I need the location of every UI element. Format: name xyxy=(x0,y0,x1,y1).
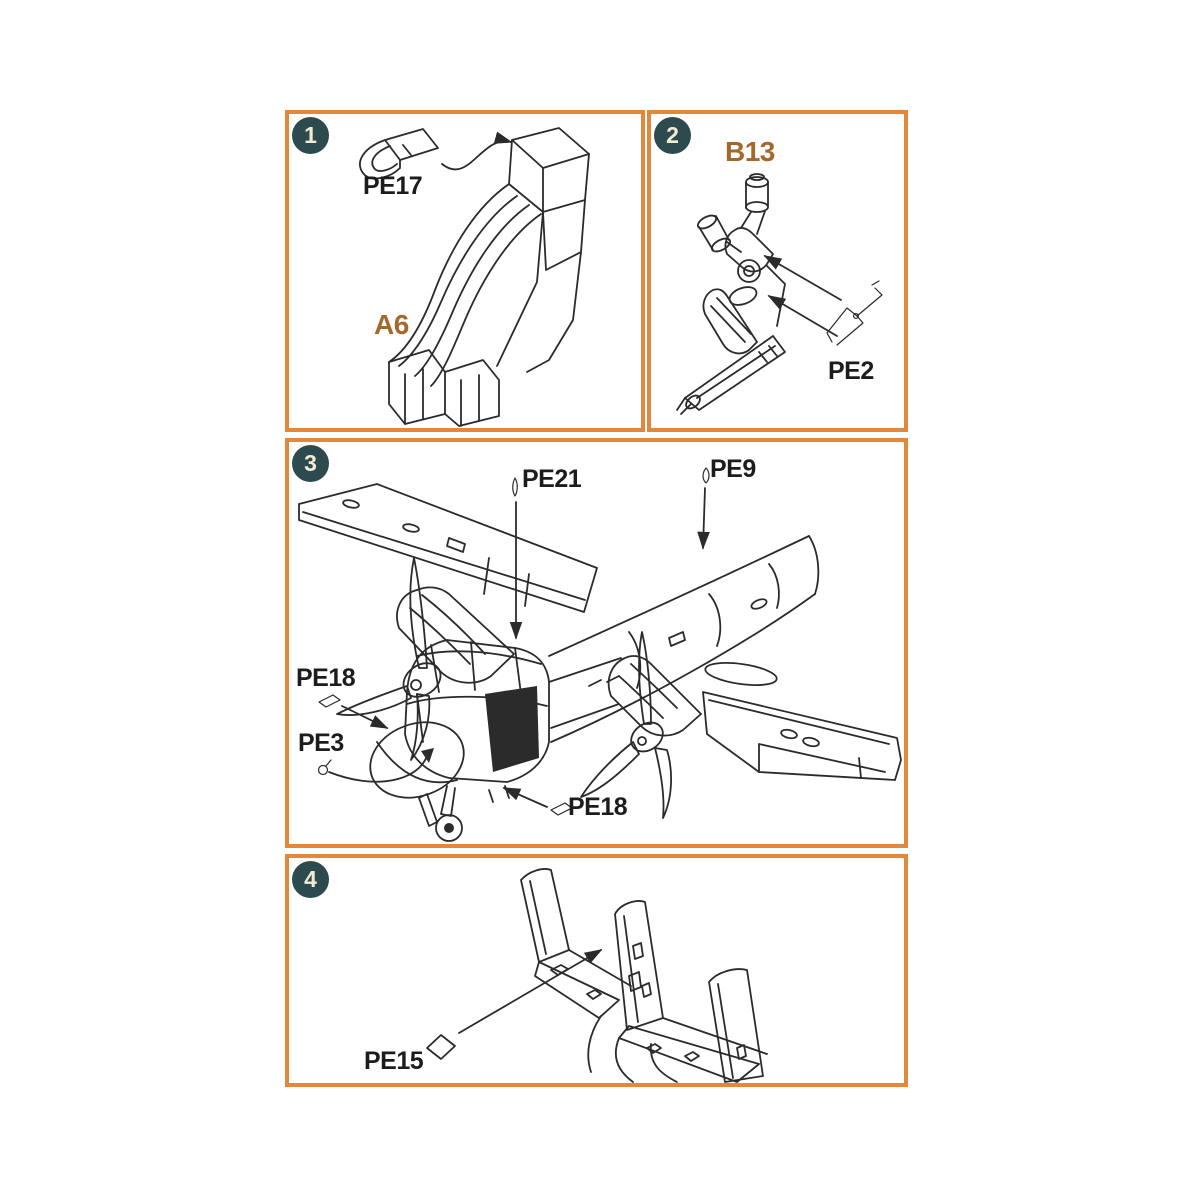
aircraft-lines xyxy=(298,483,902,842)
step-3-badge: 3 xyxy=(292,445,329,482)
pe2-assembly-arrow-lower xyxy=(767,295,838,337)
part-label-pe17: PE17 xyxy=(363,172,423,200)
pe2-assembly-arrow-upper xyxy=(763,255,842,301)
landing-gear-lines xyxy=(676,173,786,415)
step-3-number: 3 xyxy=(304,450,317,476)
pe9-part-icon xyxy=(702,467,710,484)
step-2-number: 2 xyxy=(666,122,679,148)
pe18-bottom-part-icon xyxy=(550,802,573,816)
step-1-panel xyxy=(285,110,645,432)
pe17-assembly-arrow xyxy=(441,131,513,171)
ejection-seat-drawing xyxy=(359,127,590,427)
step-4-number: 4 xyxy=(304,866,317,892)
part-label-a6: A6 xyxy=(374,309,409,340)
pe3-assembly-arrow xyxy=(328,755,428,783)
pe15-part-icon xyxy=(426,1034,456,1060)
pe18-left-part-icon xyxy=(318,694,341,708)
part-label-pe18-left: PE18 xyxy=(296,664,356,692)
pe3-arrowhead xyxy=(421,748,434,763)
part-label-pe3: PE3 xyxy=(298,729,344,757)
ejection-seat-lines xyxy=(388,127,590,427)
step-2-badge: 2 xyxy=(654,117,691,154)
pe3-part-icon xyxy=(317,759,332,776)
step-1-number: 1 xyxy=(304,122,317,148)
pe21-part-icon xyxy=(512,477,518,497)
part-label-pe9: PE9 xyxy=(710,455,756,483)
step-4-panel xyxy=(285,854,908,1087)
pe18-bottom-assembly-arrow xyxy=(502,787,548,808)
pe18-left-assembly-arrow xyxy=(341,705,389,729)
step-3-panel xyxy=(285,438,908,848)
tail-assembly-drawing xyxy=(426,868,768,1083)
pe15-assembly-arrow xyxy=(458,949,603,1034)
tail-lines xyxy=(520,868,768,1083)
step-2-panel xyxy=(647,110,908,432)
pe9-assembly-arrow xyxy=(697,487,710,550)
pe2-part-icon xyxy=(826,280,883,346)
landing-gear-drawing xyxy=(676,173,883,415)
part-label-b13: B13 xyxy=(725,136,775,167)
part-label-pe18-bottom: PE18 xyxy=(568,793,628,821)
pe17-part-icon xyxy=(359,128,439,180)
part-label-pe15: PE15 xyxy=(364,1047,424,1075)
step-1-badge: 1 xyxy=(292,117,329,154)
part-label-pe21: PE21 xyxy=(522,465,582,493)
aircraft-drawing xyxy=(298,467,902,842)
part-label-pe2: PE2 xyxy=(828,357,874,385)
step-4-badge: 4 xyxy=(292,861,329,898)
